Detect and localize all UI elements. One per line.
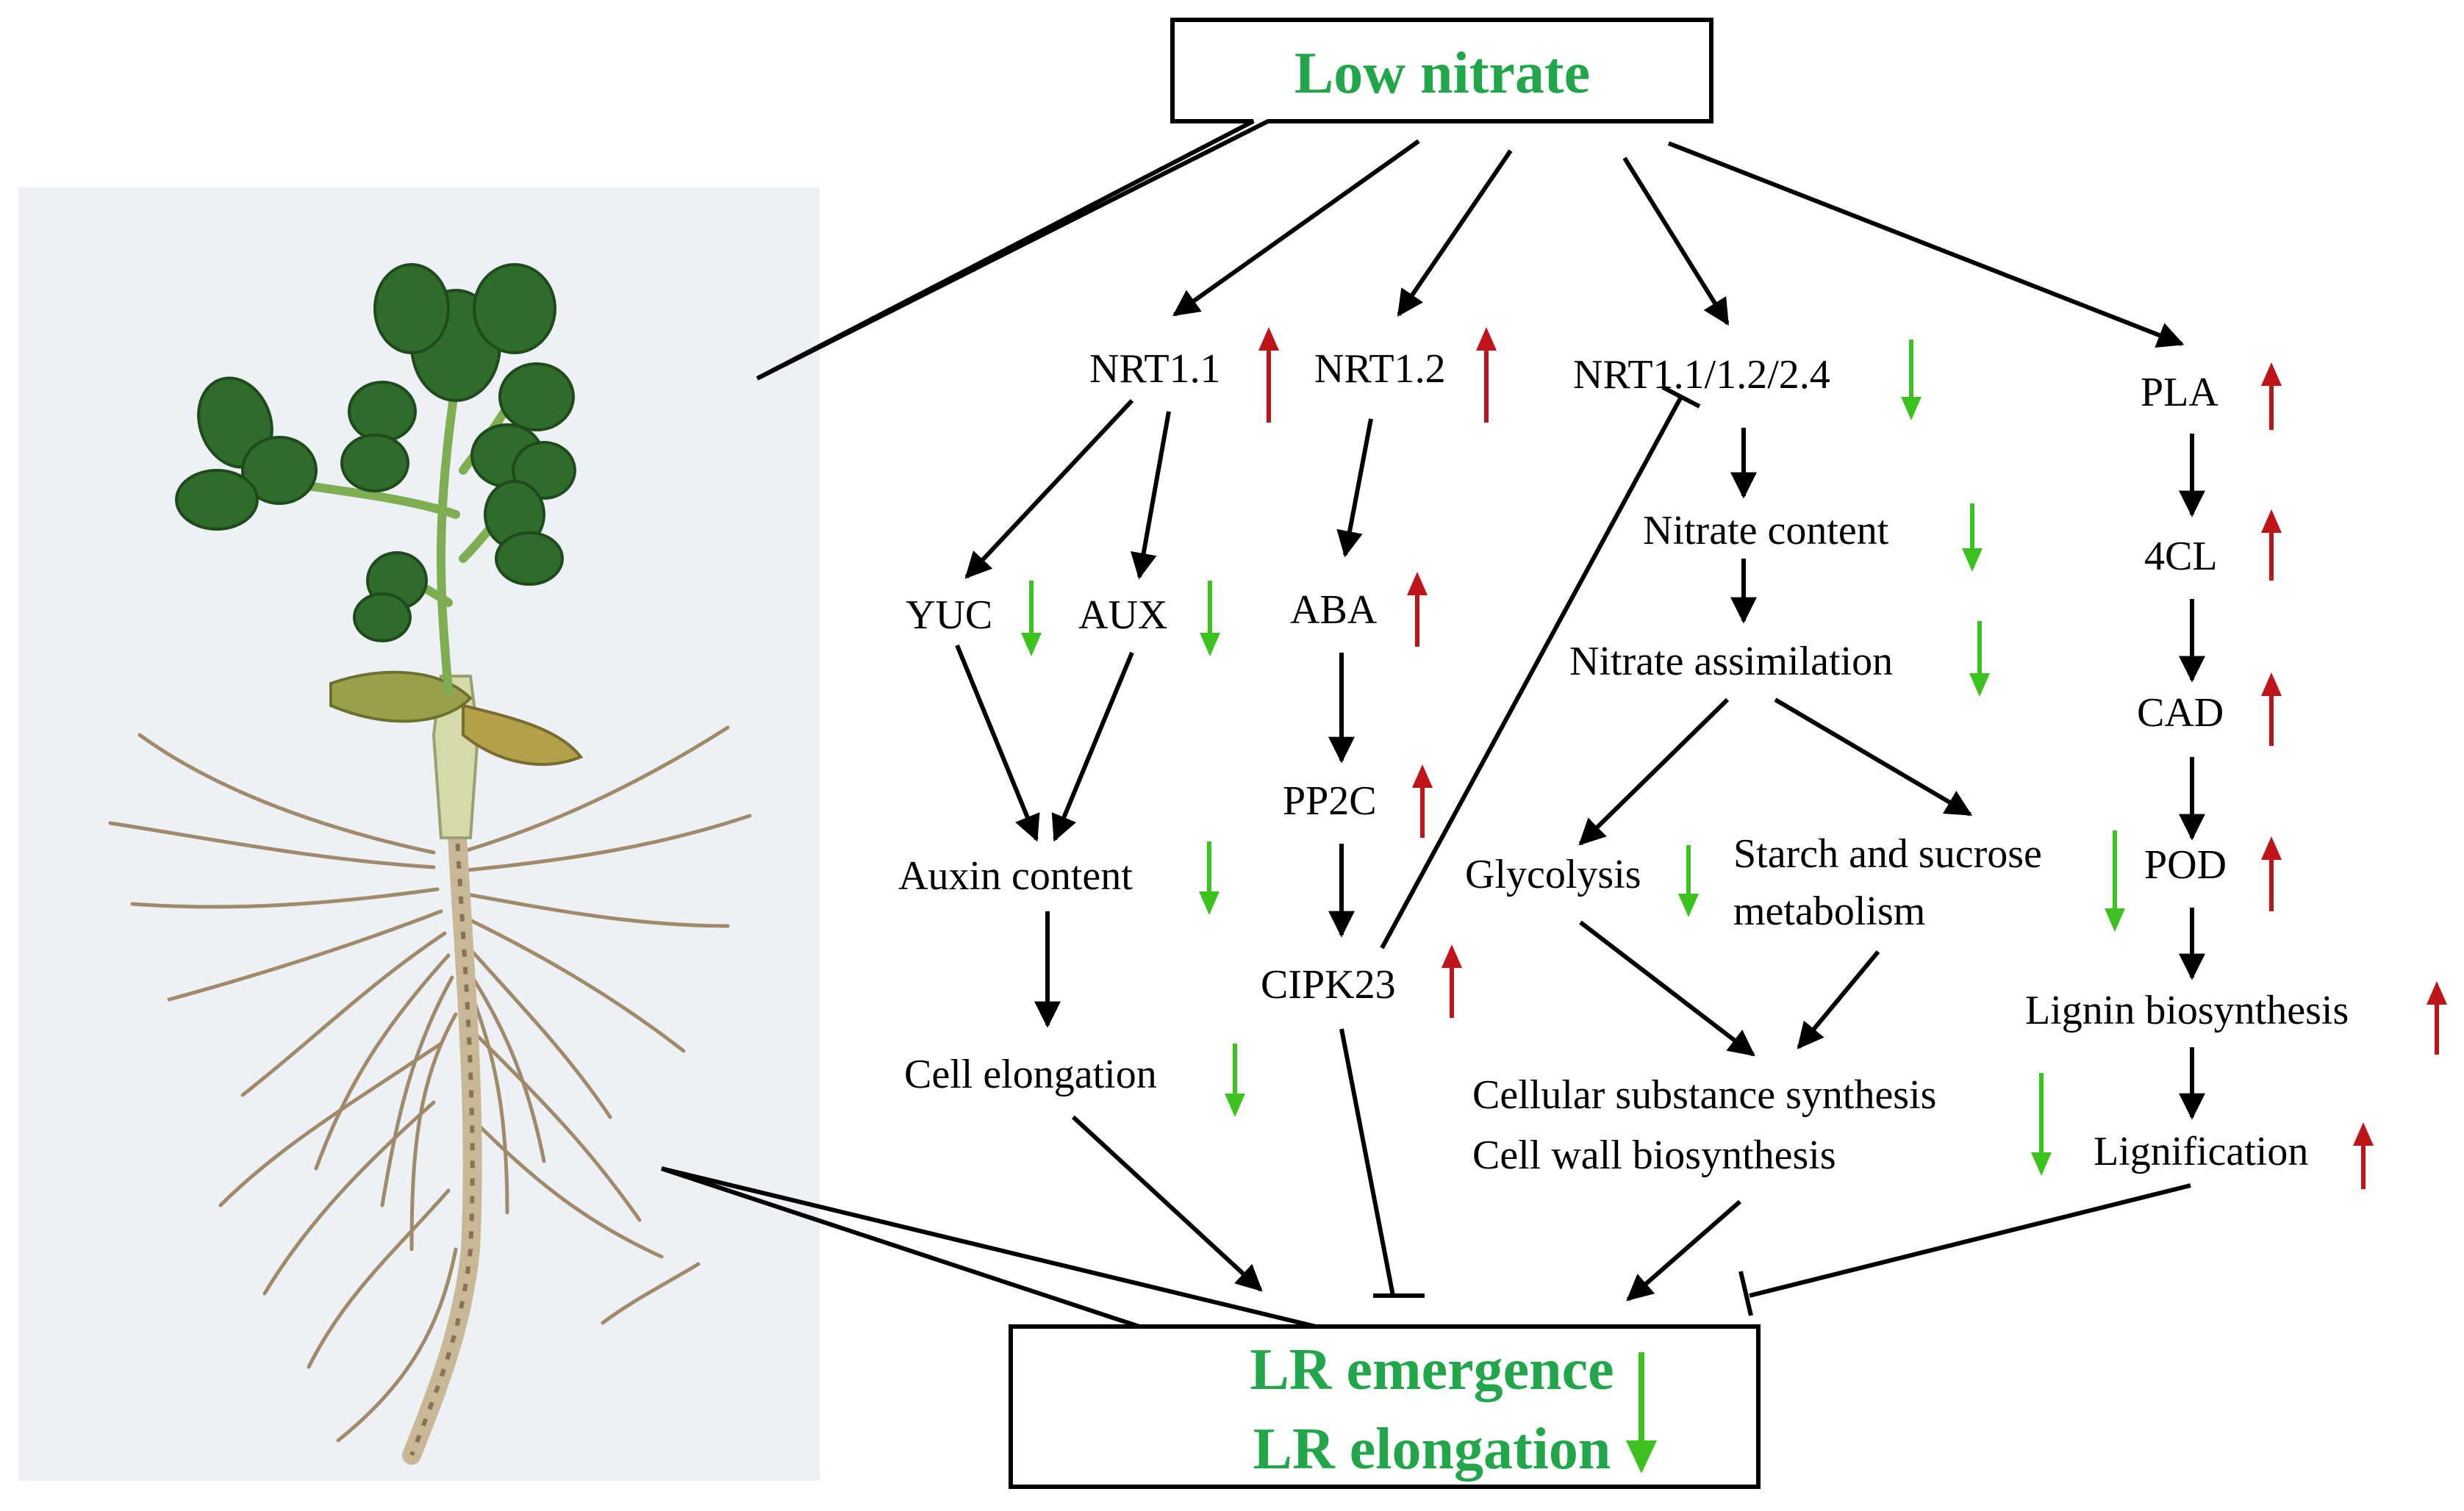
edge-cipk23-lr-inhibit — [1339, 1028, 1395, 1296]
up-arrow-icon-cipk23 — [1441, 944, 1462, 1018]
node-cell-elongation: Cell elongation — [904, 1052, 1157, 1097]
node-aba: ABA — [1290, 587, 1378, 633]
low-nitrate-label: Low nitrate — [1294, 41, 1590, 106]
edge-nrt12-aba — [1336, 418, 1373, 558]
edge-nrt11-yuc — [964, 398, 1134, 579]
down-arrow-icon-glycolysis — [1678, 845, 1699, 917]
cotyledon-left — [329, 670, 473, 723]
edge-lignification-lr-inhibit — [1749, 1183, 2191, 1298]
down-arrow-icon-starch-sucrose — [2105, 830, 2125, 932]
lateral-roots — [108, 725, 752, 1443]
edge-aux-auxin — [1051, 651, 1134, 842]
cotyledon-right — [462, 703, 584, 766]
edges — [955, 139, 2205, 1316]
leaves — [175, 263, 576, 642]
down-arrow-icon-nitrate-assimilation — [1969, 621, 1990, 697]
node-pod: POD — [2144, 842, 2227, 888]
edge-lownitrate-nrt11 — [1172, 139, 1420, 317]
lr-box: LR emergence LR elongation — [661, 1166, 1761, 1489]
up-arrow-icon-pla — [2261, 362, 2282, 430]
edge-cellular-lr — [1626, 1199, 1741, 1302]
edge-starch-cellular — [1797, 950, 1880, 1049]
node-aux: AUX — [1078, 592, 1167, 638]
node-starch-line2: metabolism — [1733, 889, 1925, 934]
lr-emergence-label: LR emergence — [1250, 1338, 1614, 1402]
node-nrt12: NRT1.2 — [1314, 346, 1446, 392]
up-arrow-icon-nrt12 — [1476, 327, 1497, 423]
node-pla: PLA — [2141, 370, 2218, 415]
edge-lownitrate-pla — [1667, 141, 2185, 348]
photo-background — [18, 187, 820, 1481]
node-cad: CAD — [2137, 690, 2224, 736]
node-nitrate-content: Nitrate content — [1643, 508, 1889, 553]
down-arrow-icon-auxin-content — [1199, 841, 1220, 915]
lr-elongation-label: LR elongation — [1253, 1417, 1611, 1482]
node-cipk23: CIPK23 — [1261, 962, 1396, 1008]
node-starch-line1: Starch and sucrose — [1733, 831, 2042, 877]
node-cellular-line2: Cell wall biosynthesis — [1472, 1133, 1836, 1178]
inhibit-bar-nrtmulti — [1661, 385, 1701, 409]
edge-yuc-auxin — [955, 644, 1040, 842]
down-arrow-icon-aux — [1200, 581, 1220, 656]
plant-photo — [18, 187, 820, 1481]
node-nrt11: NRT1.1 — [1089, 346, 1221, 392]
up-arrow-icon-cad — [2261, 672, 2282, 746]
tap-root — [402, 799, 482, 1465]
edge-assim-glycolysis — [1578, 697, 1730, 846]
edge-cellelong-lr — [1071, 1115, 1263, 1292]
node-lignification: Lignification — [2094, 1129, 2308, 1174]
down-arrow-icon-cell-elongation — [1225, 1044, 1245, 1117]
up-arrow-icon-aba — [1407, 572, 1428, 647]
node-glycolysis: Glycolysis — [1465, 852, 1641, 897]
node-lignin: Lignin biosynthesis — [2025, 988, 2349, 1033]
change-indicators — [1021, 327, 2447, 1189]
up-arrow-icon-pp2c — [1412, 764, 1433, 838]
down-arrow-icon-nrt-multi — [1901, 340, 1922, 420]
up-arrow-icon-lignin — [2427, 981, 2447, 1055]
edge-glycolysis-cellular — [1579, 920, 1755, 1057]
node-yuc: YUC — [906, 592, 992, 638]
edge-lownitrate-nrt12 — [1397, 149, 1513, 317]
up-arrow-icon-pod — [2261, 836, 2282, 911]
node-cellular-line1: Cellular substance synthesis — [1472, 1072, 1936, 1118]
lr-down-arrow — [1626, 1352, 1657, 1474]
node-pp2c: PP2C — [1283, 778, 1377, 824]
node-labels: NRT1.1 NRT1.2 NRT1.1/1.2/2.4 PLA YUC AUX… — [898, 346, 2349, 1178]
down-arrow-icon-cellular-synthesis — [2031, 1073, 2052, 1176]
up-arrow-icon-fourcl — [2261, 509, 2282, 581]
down-arrow-icon-nitrate-content — [1962, 503, 1983, 572]
down-arrow-icon-yuc — [1021, 581, 1042, 656]
low-nitrate-box: Low nitrate — [756, 18, 1713, 381]
edge-assim-starch — [1774, 697, 1973, 816]
node-4cl: 4CL — [2144, 534, 2218, 579]
edge-cipk23-nrtmulti-inhibit — [1380, 395, 1683, 950]
node-nrt-multi: NRT1.1/1.2/2.4 — [1573, 352, 1830, 398]
up-arrow-icon-lignification — [2353, 1122, 2374, 1189]
up-arrow-icon-nrt11 — [1258, 327, 1279, 423]
inhibit-bar-lr-lignification — [1738, 1271, 1753, 1316]
node-nitrate-assimilation: Nitrate assimilation — [1569, 639, 1893, 684]
node-auxin-content: Auxin content — [898, 853, 1133, 899]
edge-nrt11-aux — [1130, 411, 1171, 580]
edge-lownitrate-nrtmulti — [1622, 157, 1730, 326]
